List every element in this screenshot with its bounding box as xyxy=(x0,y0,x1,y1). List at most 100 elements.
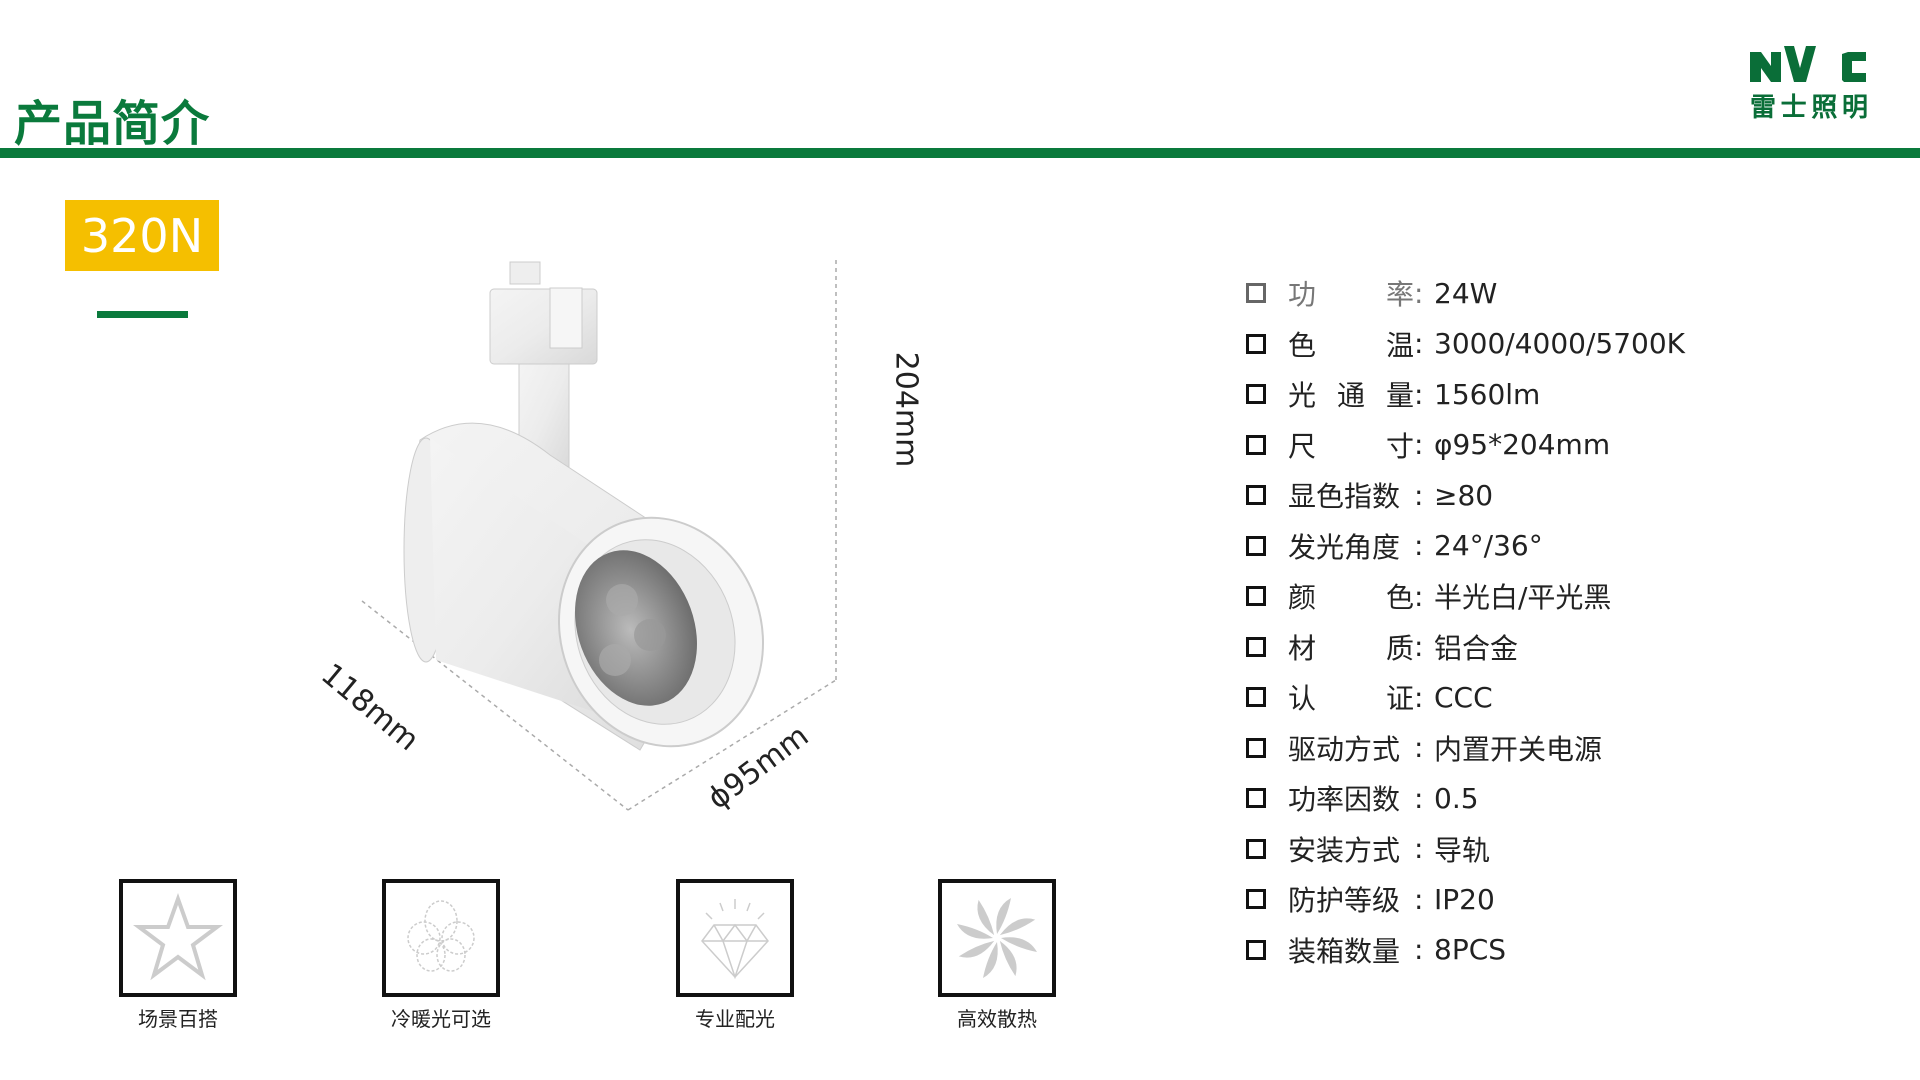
spec-value: 导轨 xyxy=(1434,833,1491,867)
bullet-square-icon xyxy=(1246,636,1266,657)
spec-row: 颜色:半光白/平光黑 xyxy=(1246,571,1685,622)
spec-value: IP20 xyxy=(1434,882,1495,916)
diamond-icon xyxy=(701,899,769,980)
feature-label: 场景百搭 xyxy=(138,1007,218,1031)
feature-label: 冷暖光可选 xyxy=(391,1007,491,1031)
spec-value: 0.5 xyxy=(1434,781,1479,815)
spec-value: φ95*204mm xyxy=(1434,428,1611,462)
spec-label-part: 功率因数 xyxy=(1288,783,1401,817)
spec-label-part: 色 xyxy=(1288,328,1317,362)
spec-row: 安装方式:导轨 xyxy=(1246,824,1685,875)
spec-colon: : xyxy=(1414,630,1424,664)
star-icon xyxy=(133,893,223,981)
bullet-square-icon xyxy=(1246,889,1266,910)
spec-row: 功率:24W xyxy=(1246,268,1685,319)
spec-label-part: 显色指数 xyxy=(1288,480,1401,514)
spec-value: 内置开关电源 xyxy=(1434,732,1603,766)
model-underline xyxy=(97,311,188,318)
spec-colon: : xyxy=(1414,882,1424,916)
spec-label-part: 防护等级 xyxy=(1288,884,1401,918)
spec-label: 尺寸 xyxy=(1288,425,1414,465)
spec-colon: : xyxy=(1414,731,1424,765)
bullet-square-icon xyxy=(1246,434,1266,455)
spec-label: 光通量 xyxy=(1288,374,1414,414)
spec-colon: : xyxy=(1414,781,1424,815)
spec-value: ≥80 xyxy=(1434,478,1494,512)
spec-label-part: 功 xyxy=(1288,278,1317,312)
spec-row: 尺寸:φ95*204mm xyxy=(1246,420,1685,471)
spec-label: 认证 xyxy=(1288,677,1414,717)
spec-row: 材质:铝合金 xyxy=(1246,622,1685,673)
spec-colon: : xyxy=(1414,327,1424,361)
spec-label: 材质 xyxy=(1288,627,1414,667)
spec-value: 8PCS xyxy=(1434,933,1507,967)
page-title: 产品简介 xyxy=(14,96,211,152)
spec-row: 发光角度:24°/36° xyxy=(1246,521,1685,572)
feature-label: 专业配光 xyxy=(695,1007,775,1031)
spec-label: 安装方式 xyxy=(1288,829,1414,869)
spec-label-part: 证 xyxy=(1385,682,1414,716)
spec-label-part: 材 xyxy=(1288,631,1317,665)
bullet-square-icon xyxy=(1246,384,1266,405)
spec-label: 色温 xyxy=(1288,324,1414,364)
spec-value: 24°/36° xyxy=(1434,529,1543,563)
spec-value: CCC xyxy=(1434,680,1493,714)
spec-label: 装箱数量 xyxy=(1288,930,1414,970)
spec-label: 防护等级 xyxy=(1288,879,1414,919)
spec-colon: : xyxy=(1414,680,1424,714)
spec-label-part: 寸 xyxy=(1385,429,1414,463)
spec-label: 发光角度 xyxy=(1288,526,1414,566)
spec-colon: : xyxy=(1414,377,1424,411)
spec-label-part: 安装方式 xyxy=(1288,833,1401,867)
spec-label-part: 色 xyxy=(1385,581,1414,615)
fan-icon xyxy=(957,898,1037,978)
spec-value: 3000/4000/5700K xyxy=(1434,327,1686,361)
spec-label-part: 尺 xyxy=(1288,429,1317,463)
spec-row: 驱动方式: 内置开关电源 xyxy=(1246,723,1685,774)
spec-label-part: 温 xyxy=(1385,328,1414,362)
bullet-square-icon xyxy=(1246,838,1266,859)
feature-optics: 专业配光 xyxy=(676,879,794,1032)
header-divider xyxy=(0,148,1920,158)
feature-cooling: 高效散热 xyxy=(938,879,1056,1032)
bullet-square-icon xyxy=(1246,333,1266,354)
nvc-logo: 雷士照明 xyxy=(1748,42,1874,124)
model-badge: 320N xyxy=(65,200,219,271)
spec-row: 色温:3000/4000/5700K xyxy=(1246,319,1685,370)
spec-label-part: 驱动方式 xyxy=(1288,732,1401,766)
spec-value: 半光白/平光黑 xyxy=(1434,581,1612,615)
spec-label-part: 率 xyxy=(1385,278,1414,312)
bullet-square-icon xyxy=(1246,737,1266,758)
spec-colon: : xyxy=(1414,478,1424,512)
bullet-square-icon xyxy=(1246,535,1266,556)
spec-label-part: 装箱数量 xyxy=(1288,934,1401,968)
bullet-square-icon xyxy=(1246,687,1266,708)
spec-label: 显色指数 xyxy=(1288,475,1414,515)
spec-label-part: 发光角度 xyxy=(1288,530,1401,564)
spec-label: 功率 xyxy=(1288,273,1414,313)
bullet-square-icon xyxy=(1246,939,1266,960)
bullet-square-icon xyxy=(1246,283,1266,304)
spec-colon: : xyxy=(1414,276,1424,310)
feature-label: 高效散热 xyxy=(957,1007,1037,1031)
spec-value: 铝合金 xyxy=(1434,631,1519,665)
logo-subtext: 雷士照明 xyxy=(1750,93,1868,123)
height-dimension: 204mm xyxy=(888,351,924,468)
spec-label-part: 质 xyxy=(1385,631,1414,665)
spec-row: 装箱数量:8PCS xyxy=(1246,925,1685,976)
spec-row: 显色指数: ≥80 xyxy=(1246,470,1685,521)
bullet-square-icon xyxy=(1246,586,1266,607)
feature-color-temp: 冷暖光可选 xyxy=(382,879,500,1032)
spec-label-part: 认 xyxy=(1288,682,1317,716)
spec-label: 功率因数 xyxy=(1288,778,1414,818)
spec-label: 驱动方式 xyxy=(1288,728,1414,768)
spec-label-part: 光 xyxy=(1288,379,1317,413)
spec-value: 1560lm xyxy=(1434,377,1541,411)
spec-row: 功率因数:0.5 xyxy=(1246,773,1685,824)
spec-row: 光通量:1560lm xyxy=(1246,369,1685,420)
bullet-square-icon xyxy=(1246,485,1266,506)
spec-value: 24W xyxy=(1434,276,1498,310)
spec-label-part: 颜 xyxy=(1288,581,1317,615)
feature-scene: 场景百搭 xyxy=(119,879,237,1032)
